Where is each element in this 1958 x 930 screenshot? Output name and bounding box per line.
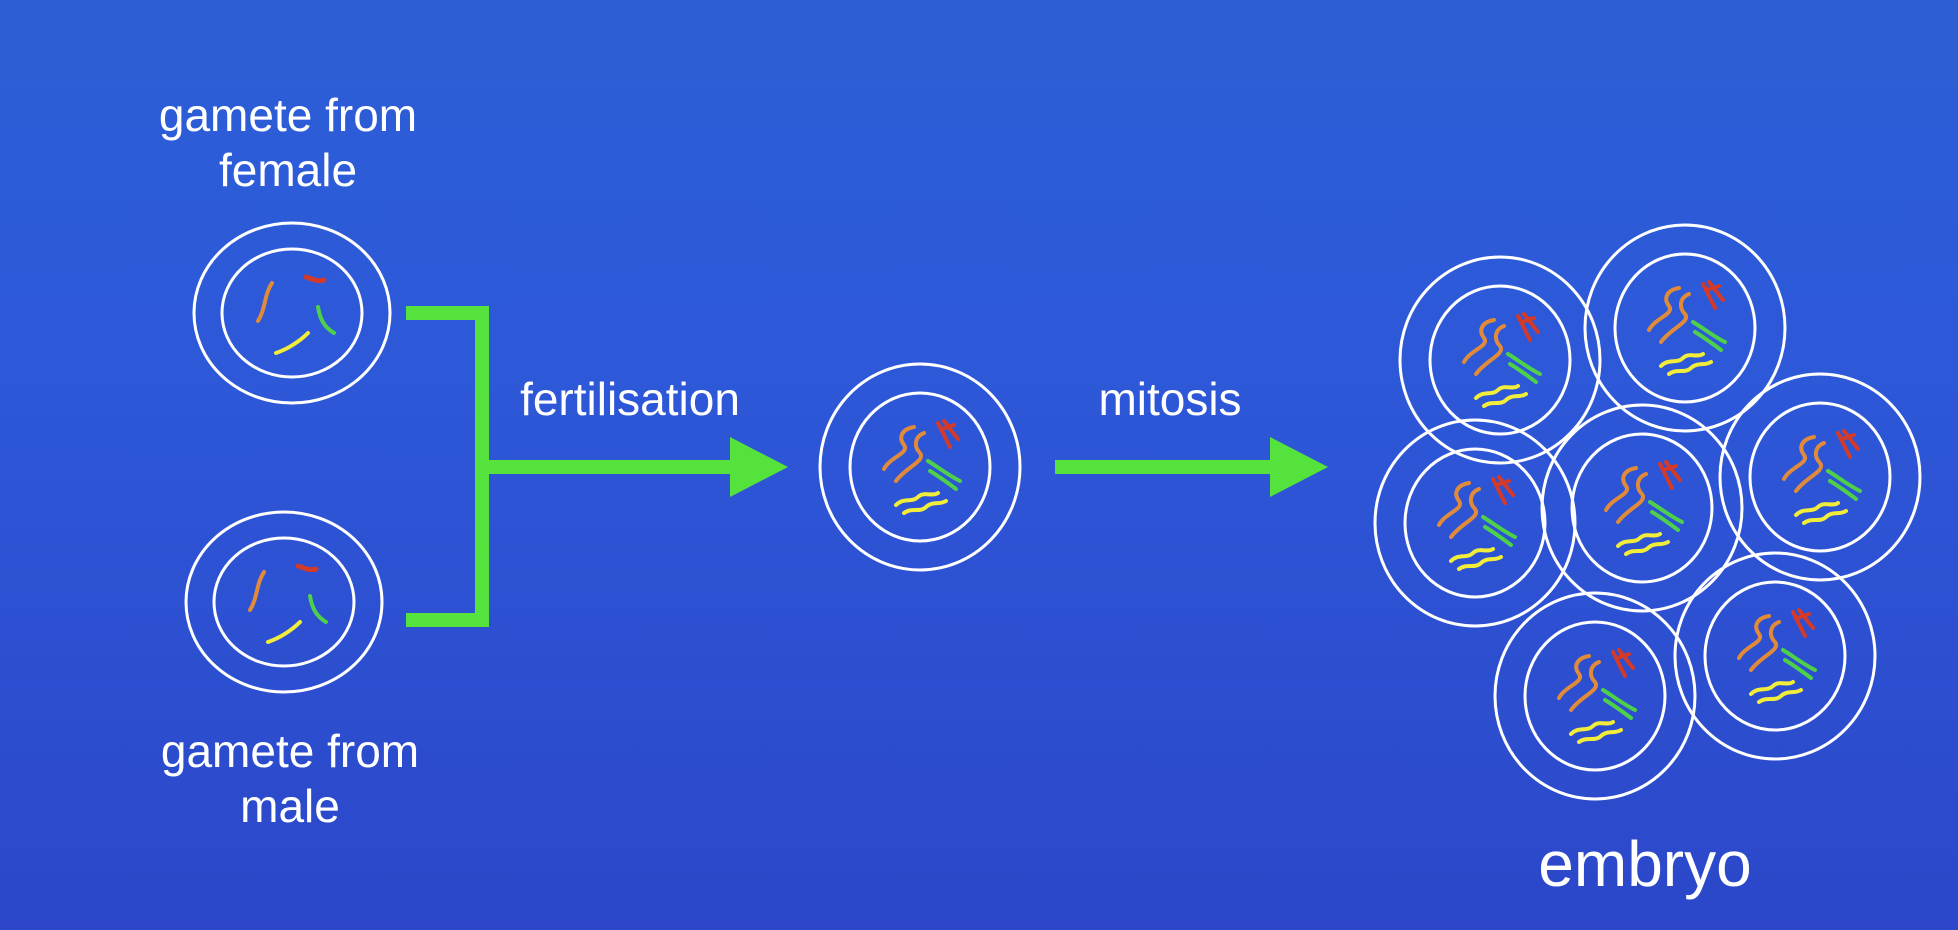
male-gamete-label-line1: gamete from <box>160 725 420 777</box>
nucleus-membrane <box>1403 447 1547 599</box>
chromosomes <box>1557 648 1637 744</box>
zygote-cell-icon <box>818 362 1022 572</box>
chromosomes <box>1647 280 1727 376</box>
chromosomes <box>256 274 336 355</box>
nucleus-membrane <box>1748 401 1892 553</box>
chromosomes <box>1437 475 1517 571</box>
chromosomes <box>1462 312 1542 408</box>
embryo-cell-icon-6 <box>1493 591 1697 801</box>
chromosomes <box>1737 608 1817 704</box>
cell-membrane <box>1718 372 1922 582</box>
nucleus-membrane <box>848 391 992 543</box>
cell-membrane <box>1373 418 1577 628</box>
male-gamete-label: gamete from male <box>142 724 438 834</box>
embryo-cell-icon-4 <box>1540 403 1744 613</box>
embryo-cell-icon-5 <box>1718 372 1922 582</box>
nucleus-membrane <box>1570 432 1714 584</box>
female-gamete-label-line1: gamete from <box>158 89 418 141</box>
embryo-cell-icon-3 <box>1373 418 1577 628</box>
cell-membrane <box>184 510 384 694</box>
female-gamete-label-line2: female <box>218 144 358 197</box>
nucleus-membrane <box>212 536 356 668</box>
cell-membrane <box>192 221 392 405</box>
mitosis-label: mitosis <box>1098 373 1242 425</box>
mitosis-arrowhead-icon <box>1270 437 1328 497</box>
chromosomes <box>1604 460 1684 556</box>
embryo-cell-icon-2 <box>1583 223 1787 433</box>
nucleus-membrane <box>1703 580 1847 732</box>
nucleus-membrane <box>220 247 364 379</box>
female-gamete-label: gamete from female <box>140 88 436 198</box>
nucleus-membrane <box>1613 252 1757 404</box>
embryo-cell-icon-7 <box>1673 551 1877 761</box>
embryo-cell-icon-1 <box>1398 255 1602 465</box>
male-gamete-cell-icon <box>184 510 384 694</box>
cell-membrane <box>818 362 1022 572</box>
female-gamete-cell-icon <box>192 221 392 405</box>
cell-membrane <box>1540 403 1744 613</box>
cell-membrane <box>1673 551 1877 761</box>
fertilisation-arrowhead-icon <box>730 437 788 497</box>
embryo-label: embryo <box>1538 828 1752 900</box>
chromosomes <box>882 419 962 515</box>
male-gamete-label-line2: male <box>240 780 340 833</box>
cell-membrane <box>1398 255 1602 465</box>
fertilisation-label: fertilisation <box>520 373 740 425</box>
nucleus-membrane <box>1523 620 1667 772</box>
nucleus-membrane <box>1428 284 1572 436</box>
chromosomes <box>248 563 328 644</box>
cell-membrane <box>1493 591 1697 801</box>
chromosomes <box>1782 429 1862 525</box>
cell-membrane <box>1583 223 1787 433</box>
fertilisation-bracket-arrow-icon <box>406 306 735 627</box>
